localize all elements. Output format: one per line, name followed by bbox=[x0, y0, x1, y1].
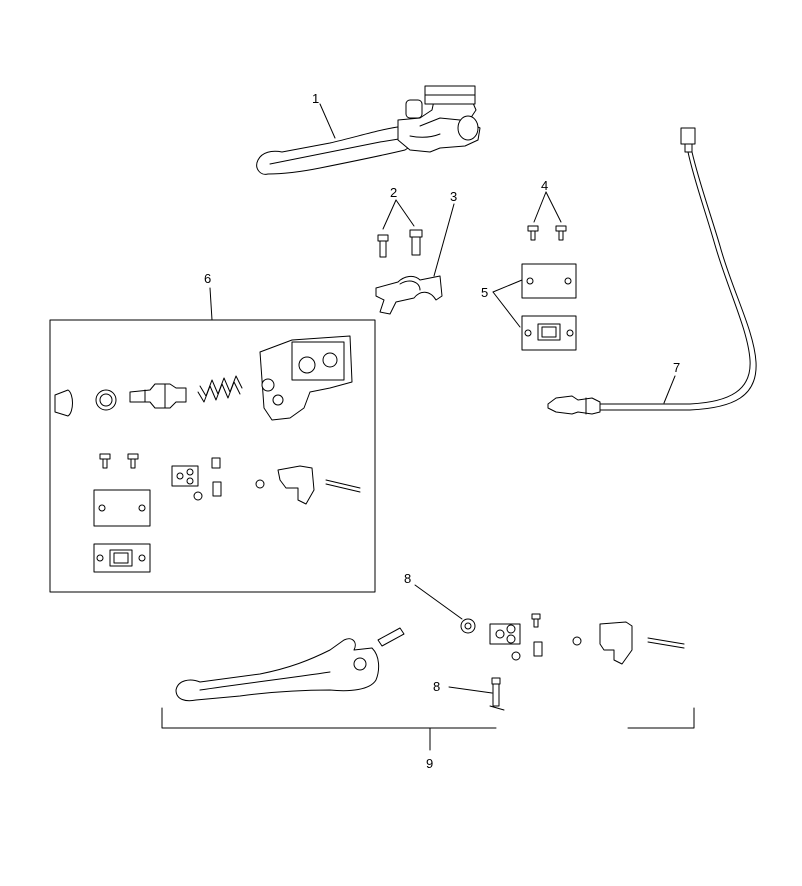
callout-2: 2 bbox=[390, 185, 397, 200]
callout-7: 7 bbox=[673, 360, 680, 375]
part-6-rebuild-kit bbox=[49, 319, 376, 593]
callout-3: 3 bbox=[450, 189, 457, 204]
part-5-reservoir-cover bbox=[521, 263, 577, 351]
part-1-master-cylinder bbox=[256, 85, 481, 175]
callout-6: 6 bbox=[204, 271, 211, 286]
callout-5: 5 bbox=[481, 285, 488, 300]
part-8-pivot-hardware bbox=[460, 618, 505, 711]
part-2-clamp-bolts bbox=[377, 229, 423, 258]
callout-labels: 1 2 3 4 5 6 7 8 8 9 bbox=[204, 91, 680, 771]
callout-9: 9 bbox=[426, 756, 433, 771]
part-9-lever-kit bbox=[161, 613, 695, 729]
part-3-handlebar-clamp bbox=[375, 275, 443, 315]
callout-8-bushing: 8 bbox=[404, 571, 411, 586]
leader-lines bbox=[209, 103, 676, 751]
callout-1: 1 bbox=[312, 91, 319, 106]
callout-4: 4 bbox=[541, 178, 548, 193]
callout-8-bolt: 8 bbox=[433, 679, 440, 694]
part-4-cover-screws bbox=[527, 225, 567, 241]
part-7-brake-light-switch bbox=[547, 127, 757, 415]
